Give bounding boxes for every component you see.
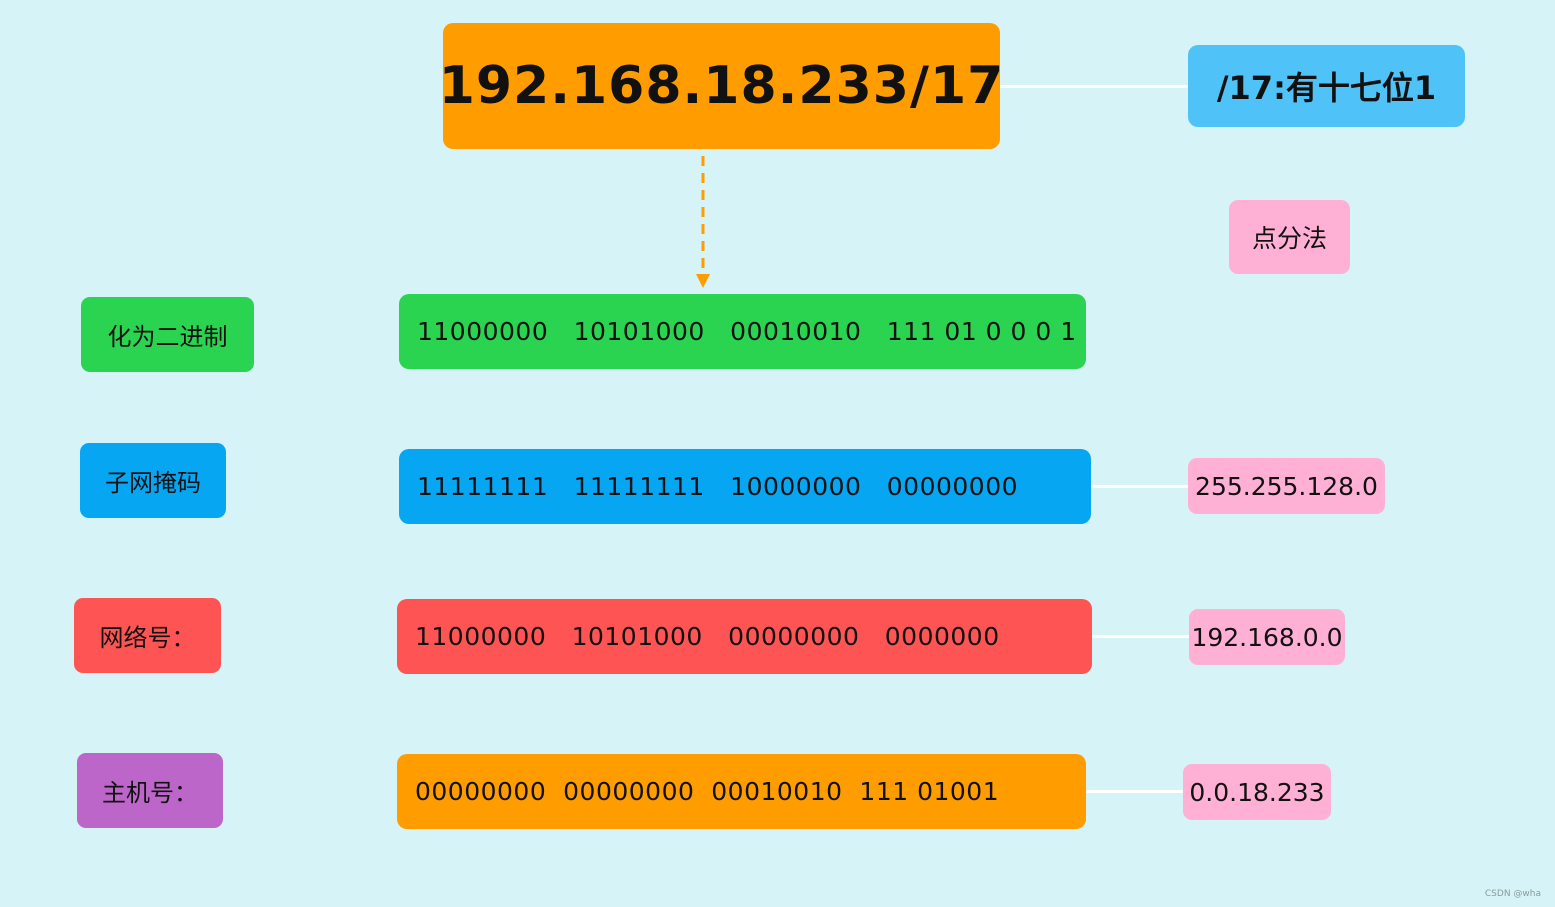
ip-address-title: 192.168.18.233/17 [443, 23, 1000, 149]
prefix-note: /17:有十七位1 [1188, 45, 1465, 127]
watermark: CSDN @wha [1484, 889, 1541, 899]
bits-ip-binary: 11000000 10101000 00010010 111 01 0 0 0 … [399, 294, 1086, 369]
label-host-number: 主机号： [77, 753, 223, 828]
bits-network-number: 11000000 10101000 00000000 0000000 [397, 599, 1092, 674]
label-subnet-mask: 子网掩码 [80, 443, 226, 518]
result-subnet-mask: 255.255.128.0 [1188, 458, 1385, 514]
bits-subnet-mask: 11111111 11111111 10000000 00000000 [399, 449, 1091, 524]
connector-net-result [1092, 635, 1189, 638]
connector-title-prefix [1000, 85, 1188, 88]
bits-host-number: 00000000 00000000 00010010 111 01001 [397, 754, 1086, 829]
dashed-arrow [696, 156, 710, 288]
connector-host-result [1086, 790, 1183, 793]
label-binary: 化为二进制 [81, 297, 254, 372]
dotted-notation-note: 点分法 [1229, 200, 1350, 274]
result-network-number: 192.168.0.0 [1189, 609, 1345, 665]
result-host-number: 0.0.18.233 [1183, 764, 1331, 820]
label-network-number: 网络号： [74, 598, 221, 673]
connector-mask-result [1091, 485, 1188, 488]
